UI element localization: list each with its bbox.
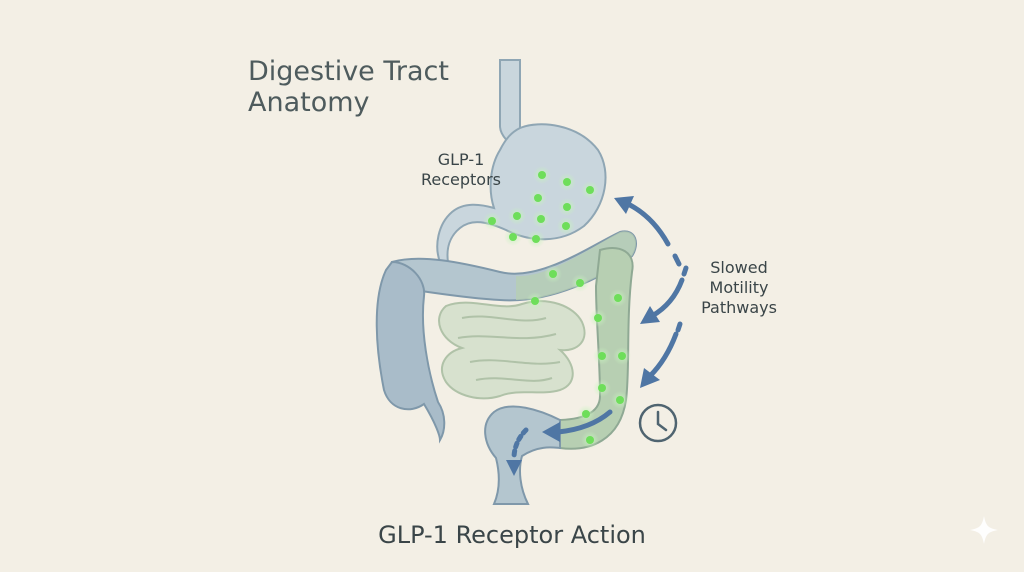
receptor-dot-icon — [532, 210, 550, 228]
receptor-dot-icon — [593, 347, 611, 365]
motility-arrow-icon — [506, 427, 529, 476]
receptor-dot-icon — [558, 198, 576, 216]
receptor-dot-icon — [533, 166, 551, 184]
receptor-dot-icon — [526, 292, 544, 310]
motility-arrow-icon — [542, 409, 613, 442]
sparkle-icon — [970, 516, 998, 544]
receptor-label: GLP-1 Receptors — [420, 150, 501, 189]
receptor-dot-icon — [508, 207, 526, 225]
clock-icon — [638, 403, 678, 443]
receptor-dot-icon — [571, 274, 589, 292]
motility-arrow-icon — [614, 196, 682, 267]
motility-arrow-icon — [640, 265, 689, 324]
motility-label: Slowed Motility Pathways — [701, 258, 777, 317]
rectum — [484, 405, 561, 505]
diagram-caption: GLP-1 Receptor Action — [378, 521, 646, 549]
motility-arrow-icon — [640, 321, 683, 388]
receptor-dot-icon — [483, 212, 501, 230]
receptor-dot-icon — [613, 347, 631, 365]
receptor-dot-icon — [589, 309, 607, 327]
receptor-dot-icon — [577, 405, 595, 423]
receptor-dot-icon — [504, 228, 522, 246]
receptor-dot-icon — [529, 189, 547, 207]
motility-arrows — [506, 196, 689, 476]
ascending-colon — [375, 260, 446, 444]
receptor-dot-icon — [611, 391, 629, 409]
diagram-title: Digestive Tract Anatomy — [248, 56, 449, 118]
receptor-dot-icon — [609, 289, 627, 307]
receptor-dot-icon — [557, 217, 575, 235]
receptor-dot-icon — [527, 230, 545, 248]
receptor-dot-icon — [581, 181, 599, 199]
receptor-dot-icon — [593, 379, 611, 397]
receptor-dot-icon — [544, 265, 562, 283]
receptor-dot-icon — [581, 431, 599, 449]
small-intestine — [438, 300, 586, 400]
receptor-dot-icon — [558, 173, 576, 191]
stomach — [436, 123, 607, 263]
receptor-dots — [483, 166, 631, 449]
